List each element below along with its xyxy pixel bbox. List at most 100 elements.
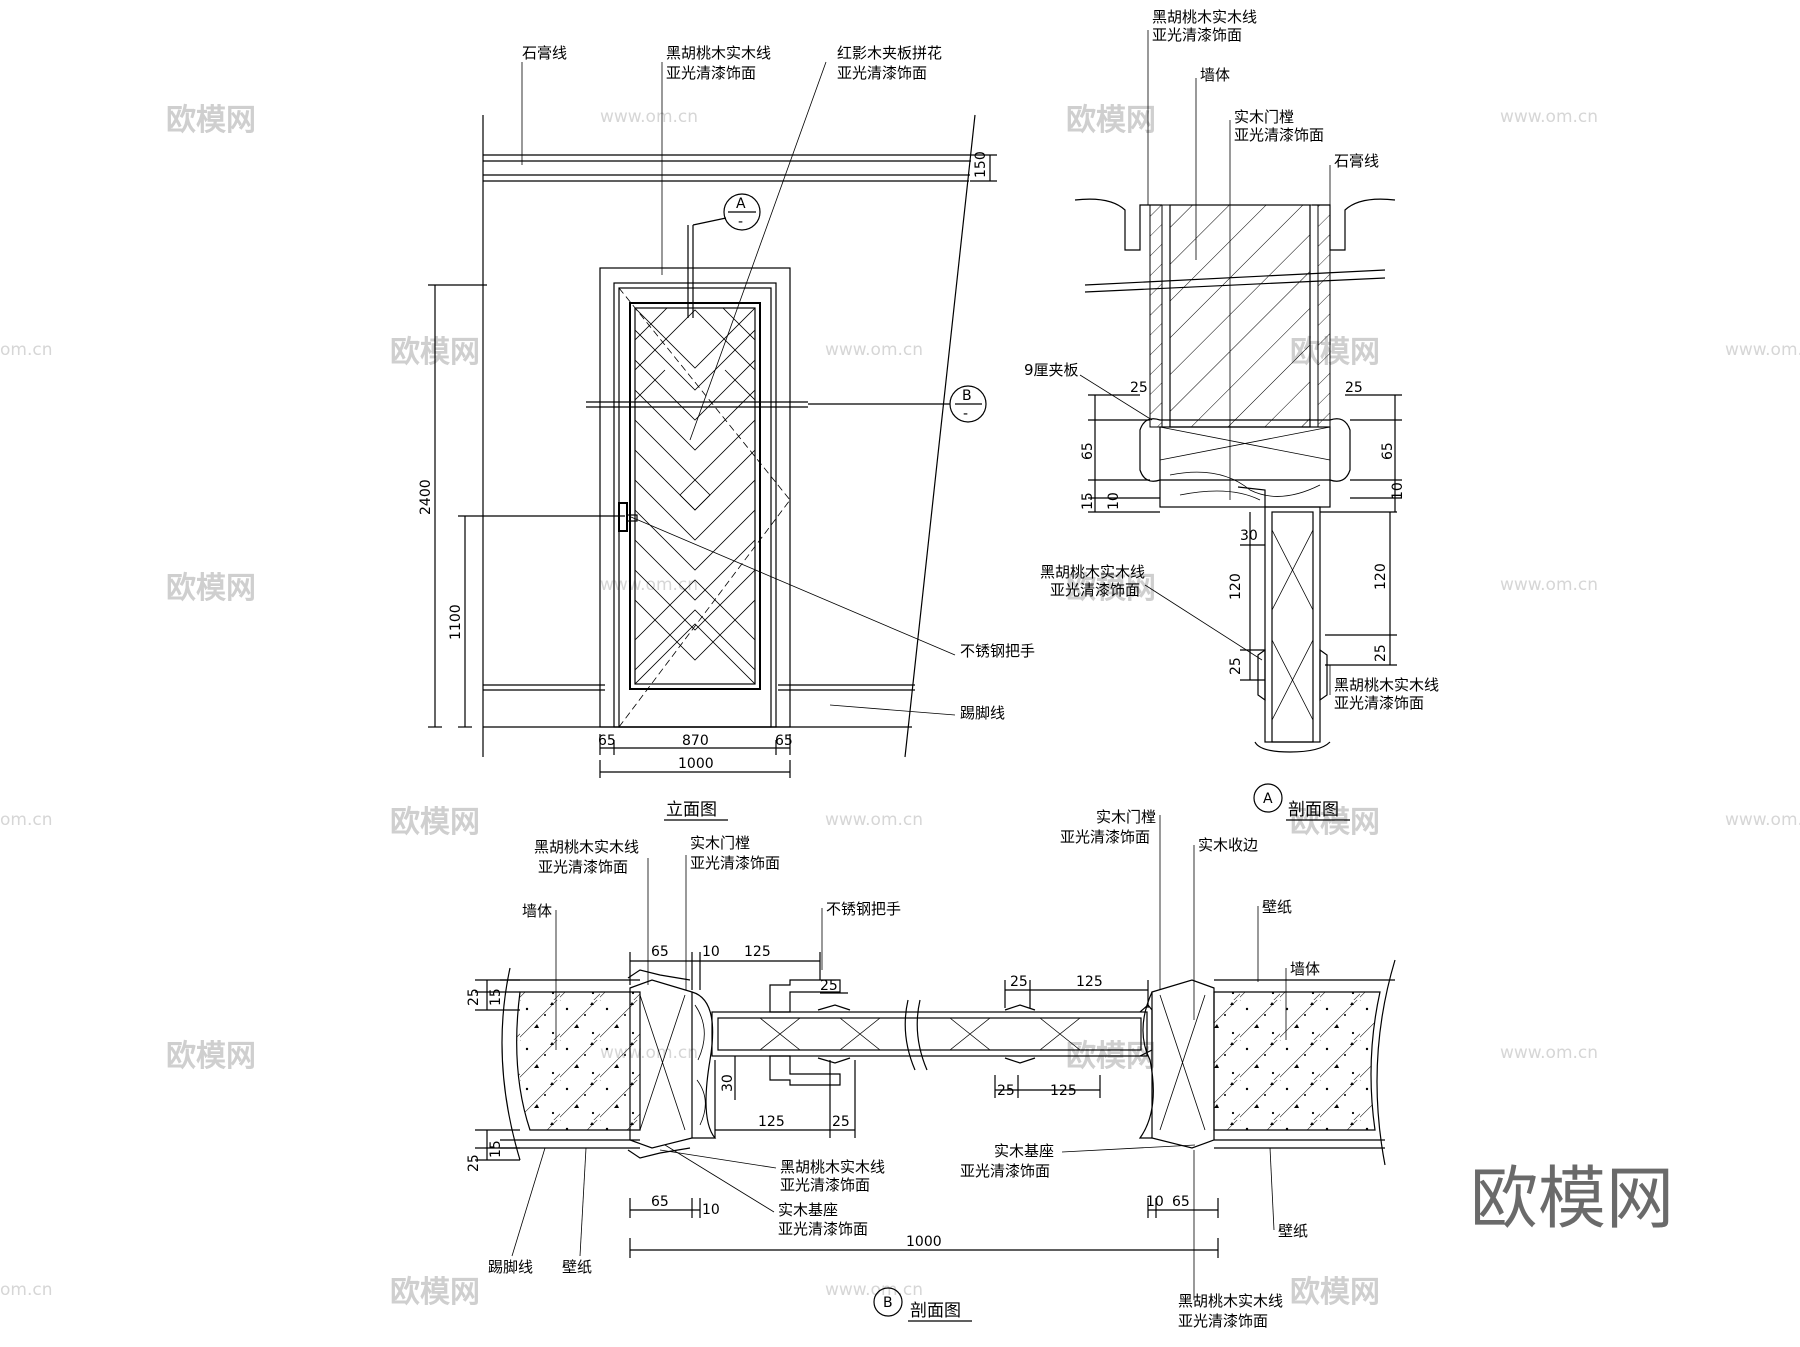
watermark-url: www.om.cn (600, 575, 698, 595)
callout-plywood: 9厘夹板 (1024, 361, 1079, 379)
walnut-trim-top (627, 969, 691, 981)
callout-walnut-br-1: 黑胡桃木实木线 (1178, 1292, 1283, 1310)
watermark-url: om.cn (0, 1280, 53, 1300)
section-b-title: 剖面图 (910, 1301, 961, 1321)
callout-walnut-mid-1: 黑胡桃木实木线 (1040, 563, 1145, 581)
dim-b-l15b: 15 (488, 1140, 504, 1158)
break-line (1376, 959, 1396, 1166)
elevation-title: 立面图 (666, 800, 717, 820)
leader-line (1079, 374, 1153, 421)
wall-hatch (1169, 204, 1311, 428)
marker-tick: - (738, 214, 743, 230)
dim-b-l25: 25 (466, 988, 482, 1006)
dim-b-m125b: 125 (1050, 1083, 1077, 1099)
leader-skirting (829, 704, 956, 716)
dim-b-b10: 10 (702, 1202, 720, 1218)
dim-b-m25-low: 25 (997, 1083, 1015, 1099)
watermark-url: www.om.cn (600, 107, 698, 127)
door-leaf (618, 287, 772, 728)
watermark-url: www.om.cn (825, 340, 923, 360)
door-panel-frame (629, 302, 761, 690)
door-panel (634, 307, 756, 685)
frame-cross (1159, 426, 1331, 461)
callout-walnut-bot-2: 亚光清漆饰面 (1334, 694, 1424, 712)
callout-walnut-bot-1: 黑胡桃木实木线 (1334, 676, 1439, 694)
callout-walnut-2: 亚光清漆饰面 (666, 64, 756, 82)
callout-walnut-1: 黑胡桃木实木线 (534, 838, 639, 856)
section-a-marker (1253, 783, 1283, 813)
callout-base-r-2: 亚光清漆饰面 (960, 1162, 1050, 1180)
callout-wallpaper-br: 壁纸 (1278, 1222, 1308, 1240)
callout-frame-2: 亚光清漆饰面 (1234, 126, 1324, 144)
door-frame-head (1139, 418, 1351, 482)
callout-trim: 实木收边 (1198, 836, 1258, 854)
marker-tick: - (963, 406, 968, 422)
break-line (501, 967, 521, 1161)
watermark-text: 欧模网 (1290, 1275, 1380, 1310)
wall-right-finish (1214, 979, 1395, 1149)
section-marker-b (949, 385, 987, 423)
wall-break-right (904, 114, 976, 758)
callout-wall-right: 墙体 (1290, 960, 1320, 978)
dim-a-l120: 120 (1228, 573, 1244, 600)
section-b-view: 黑胡桃木实木线 亚光清漆饰面 实木门樘 亚光清漆饰面 不锈钢把手 墙体 实木门樘… (466, 808, 1396, 1330)
dim-a-r120: 120 (1373, 563, 1389, 590)
handle-lever-top (769, 979, 841, 1013)
bead-molding (1257, 648, 1328, 702)
leaf-cross (1271, 529, 1314, 721)
solid-trim (1139, 1004, 1153, 1057)
door-swing-line (618, 499, 791, 728)
dim-b-total: 1000 (906, 1234, 942, 1250)
callout-frame-1: 实木门樘 (1234, 108, 1294, 126)
wall-left-finish (500, 979, 640, 1149)
callout-handle: 不锈钢把手 (960, 642, 1035, 660)
dim-b-t125b: 125 (1076, 974, 1103, 990)
watermark-url: www.om.cn (1500, 1043, 1598, 1063)
callout-base-l-2: 亚光清漆饰面 (778, 1220, 868, 1238)
leaf-cross (759, 1017, 1081, 1051)
frame-jamb-right (1138, 991, 1154, 1139)
dim-b-l25b: 25 (466, 1154, 482, 1172)
wall-right-concrete (1213, 991, 1381, 1131)
section-b-marker-label: B (883, 1295, 893, 1311)
handle-lever-bot (769, 1055, 841, 1086)
watermark-url: www.om.cn (825, 1280, 923, 1300)
site-logo: 欧模网 (1470, 1160, 1674, 1239)
callout-wallpaper-bl: 壁纸 (562, 1258, 592, 1276)
wall-left-concrete (516, 991, 641, 1131)
watermark-url: om.cn (0, 810, 53, 830)
plywood-strip (1317, 204, 1331, 428)
callout-wall-left: 墙体 (522, 902, 552, 920)
section-marker-a (723, 193, 761, 231)
leader-line (511, 1147, 546, 1257)
door-casing-outer (599, 267, 791, 728)
walnut-strip (1161, 204, 1171, 428)
dim-b-m25: 25 (1010, 974, 1028, 990)
dim-b-b65: 65 (651, 1194, 669, 1210)
callout-handle-b: 不锈钢把手 (826, 900, 901, 918)
watermark-text: 欧模网 (166, 1039, 256, 1074)
watermark-text: 欧模网 (390, 1275, 480, 1310)
break-line (1084, 269, 1386, 286)
dim-b-b65r: 65 (1172, 1194, 1190, 1210)
dim-b-c30: 30 (720, 1074, 736, 1092)
callout-walnut-1: 黑胡桃木实木线 (666, 44, 771, 62)
callout-mahogany-1: 红影木夹板拼花 (837, 44, 942, 62)
dim-b-t25: 25 (820, 978, 838, 994)
dim-b-b10r: 10 (1146, 1194, 1164, 1210)
door-parquet-pattern (635, 308, 755, 684)
door-handle-lever (626, 514, 638, 522)
dim-b-m25b: 25 (832, 1114, 850, 1130)
dim-b-l15: 15 (488, 988, 504, 1006)
leader-line (1144, 584, 1263, 661)
leader-line (579, 1147, 587, 1257)
leader-line (1061, 1144, 1196, 1153)
watermark-url: www.om.cn (1725, 810, 1800, 830)
dim-b-t65: 65 (651, 944, 669, 960)
door-leaf-core (717, 1017, 1142, 1051)
callout-gypsum-a: 石膏线 (1334, 152, 1379, 170)
callout-gypsum: 石膏线 (522, 44, 567, 62)
callout-frame-r-2: 亚光清漆饰面 (1060, 828, 1150, 846)
watermark-url: www.om.cn (1500, 575, 1598, 595)
section-marker-a-label: A (736, 196, 746, 212)
